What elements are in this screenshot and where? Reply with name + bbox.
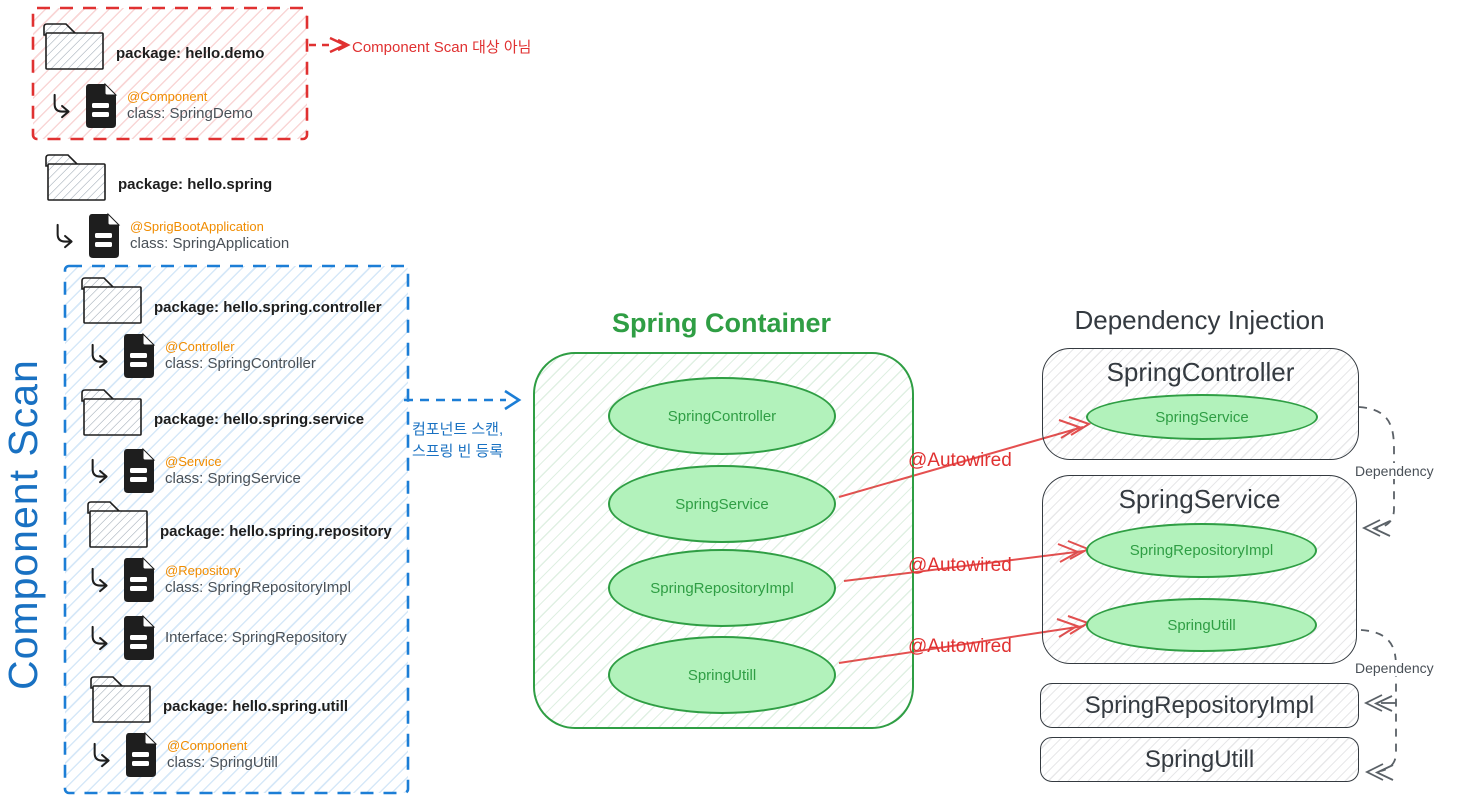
scan-note-line2: 스프링 빈 등록 — [412, 443, 504, 460]
class-file-icon — [120, 556, 158, 604]
file-spring-utill: @Component class: SpringUtill — [90, 731, 278, 779]
class-file-icon — [122, 731, 160, 779]
package-hello-spring-repository: package: hello.spring.repository — [84, 498, 392, 550]
file-class-name: class: SpringApplication — [130, 235, 290, 252]
branch-arrow-icon — [88, 624, 114, 652]
dependency-label-2: Dependency — [1352, 660, 1437, 676]
file-annotation: @SprigBootApplication — [130, 219, 264, 234]
di-box-title: SpringController — [1106, 357, 1295, 387]
excluded-note-arrow — [309, 36, 351, 54]
file-spring-demo: @Component class: SpringDemo — [50, 82, 253, 130]
file-class-name: class: SpringService — [165, 470, 301, 487]
folder-icon — [40, 20, 106, 72]
di-box-spring-controller: SpringController SpringService — [1042, 348, 1359, 460]
di-box-spring-utill: SpringUtill — [1040, 737, 1359, 782]
excluded-note-text: Component Scan 대상 아님 — [352, 39, 532, 56]
spring-container-title: Spring Container — [611, 308, 831, 338]
class-file-icon — [120, 614, 158, 662]
file-annotation: @Repository — [165, 563, 241, 578]
folder-icon — [42, 151, 108, 203]
package-label: package: hello.spring.repository — [160, 523, 392, 540]
class-file-icon — [120, 332, 158, 380]
folder-icon — [78, 386, 144, 438]
package-label: package: hello.demo — [116, 45, 265, 62]
file-spring-repository-interface: Interface: SpringRepository — [88, 614, 347, 662]
folder-icon — [78, 274, 144, 326]
branch-arrow-icon — [53, 222, 79, 250]
folder-icon — [87, 673, 153, 725]
autowired-label-2: @Autowired — [908, 555, 1012, 576]
branch-arrow-icon — [88, 342, 114, 370]
component-scan-vertical-label: Component Scan — [0, 359, 46, 691]
class-file-icon — [120, 447, 158, 495]
scan-arrow — [404, 389, 522, 411]
package-label: package: hello.spring.service — [154, 411, 365, 428]
file-annotation: @Service — [165, 454, 222, 469]
injected-spring-repository-impl: SpringRepositoryImpl — [1086, 523, 1317, 578]
class-file-icon — [85, 212, 123, 260]
autowired-label-1: @Autowired — [908, 450, 1012, 471]
file-spring-controller: @Controller class: SpringController — [88, 332, 316, 380]
package-hello-spring-service: package: hello.spring.service — [78, 386, 364, 438]
file-spring-repository-impl: @Repository class: SpringRepositoryImpl — [88, 556, 351, 604]
file-annotation: @Component — [127, 89, 208, 104]
package-hello-spring-controller: package: hello.spring.controller — [78, 274, 382, 326]
bean-spring-utill: SpringUtill — [608, 636, 836, 714]
di-box-spring-repository-impl: SpringRepositoryImpl — [1040, 683, 1359, 728]
package-hello-spring-utill: package: hello.spring.utill — [87, 673, 348, 725]
branch-arrow-icon — [88, 457, 114, 485]
file-spring-service: @Service class: SpringService — [88, 447, 301, 495]
package-label: package: hello.spring.utill — [163, 698, 349, 715]
package-hello-demo: package: hello.demo — [40, 20, 264, 72]
file-class-name: class: SpringDemo — [127, 105, 253, 122]
file-class-name: class: SpringUtill — [167, 754, 278, 771]
scan-note-text: 컴포넌트 스캔, 스프링 빈 등록 — [412, 419, 503, 463]
package-hello-spring: package: hello.spring — [42, 151, 272, 203]
file-annotation: @Controller — [165, 339, 235, 354]
di-box-spring-service: SpringService SpringRepositoryImpl Sprin… — [1042, 475, 1357, 664]
file-class-name: class: SpringController — [165, 355, 316, 372]
branch-arrow-icon — [90, 741, 116, 769]
injected-spring-service: SpringService — [1086, 394, 1318, 440]
folder-icon — [84, 498, 150, 550]
file-class-name: Interface: SpringRepository — [165, 629, 347, 646]
file-annotation: @Component — [167, 738, 248, 753]
bean-spring-service: SpringService — [608, 465, 836, 543]
package-label: package: hello.spring.controller — [154, 299, 382, 316]
di-box-title: SpringService — [1118, 484, 1281, 514]
dependency-injection-title: Dependency Injection — [1074, 305, 1325, 335]
dependency-label-1: Dependency — [1352, 463, 1437, 479]
class-file-icon — [82, 82, 120, 130]
bean-spring-repository-impl: SpringRepositoryImpl — [608, 549, 836, 627]
file-spring-application: @SprigBootApplication class: SpringAppli… — [53, 212, 289, 260]
scan-note-line1: 컴포넌트 스캔, — [412, 421, 504, 438]
branch-arrow-icon — [50, 92, 76, 120]
file-class-name: class: SpringRepositoryImpl — [165, 579, 351, 596]
autowired-label-3: @Autowired — [908, 636, 1012, 657]
package-label: package: hello.spring — [118, 176, 273, 193]
branch-arrow-icon — [88, 566, 114, 594]
bean-spring-controller: SpringController — [608, 377, 836, 455]
injected-spring-utill: SpringUtill — [1086, 598, 1317, 652]
